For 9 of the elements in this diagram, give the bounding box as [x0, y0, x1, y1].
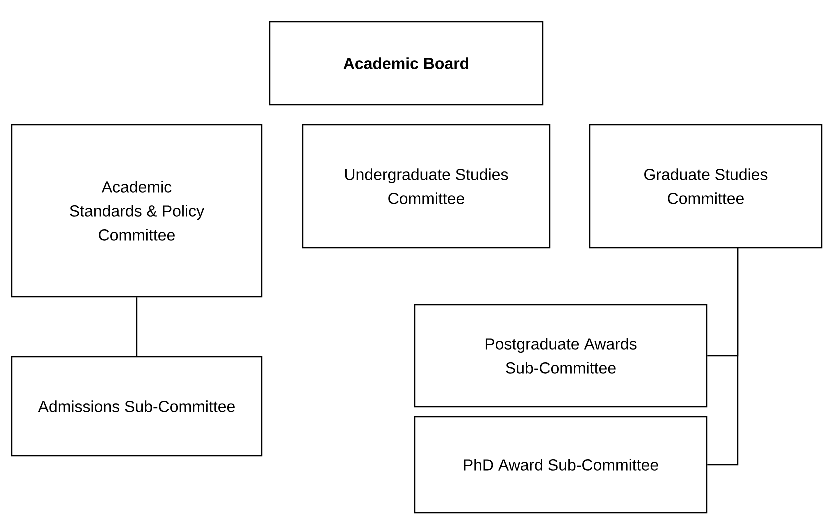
committee-box: Academic Board: [269, 21, 544, 106]
connector-line: [136, 298, 138, 356]
committee-box: Undergraduate Studies Committee: [302, 124, 551, 249]
committee-box: PhD Award Sub-Committee: [414, 416, 708, 514]
committee-box: Academic Standards & Policy Committee: [11, 124, 263, 298]
committee-box: Admissions Sub-Committee: [11, 356, 263, 457]
committee-box: Graduate Studies Committee: [589, 124, 823, 249]
committee-box: Postgraduate Awards Sub-Committee: [414, 304, 708, 408]
connector-line: [708, 248, 739, 466]
